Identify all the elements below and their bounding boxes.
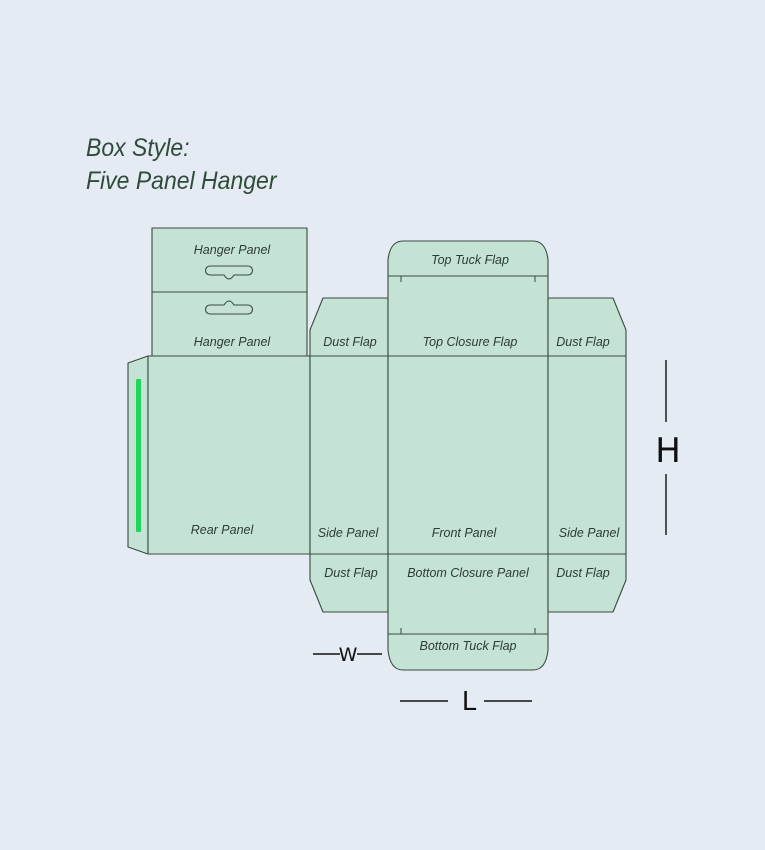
length-dimension-label: L [462, 687, 477, 717]
hanger-holes [204, 265, 254, 315]
hanger-hole-top-icon [204, 265, 254, 280]
label-dust-flap-top-right: Dust Flap [556, 335, 610, 349]
box-style-heading: Box Style: [86, 134, 190, 162]
hanger-hole-bottom-icon [204, 300, 254, 315]
label-front-panel: Front Panel [432, 526, 498, 540]
dust-flap-bottom-right-shape [547, 553, 627, 613]
label-side-panel-right: Side Panel [559, 526, 621, 540]
label-dust-flap-bottom-left: Dust Flap [324, 566, 378, 580]
label-bottom-tuck-flap: Bottom Tuck Flap [419, 639, 516, 653]
width-dimension-label: W [339, 644, 358, 666]
top-closure-flap-shape [387, 275, 549, 357]
dimension-lines [313, 360, 667, 702]
label-hanger-panel-bottom: Hanger Panel [194, 335, 272, 349]
bottom-tuck-flap-shape [387, 633, 549, 671]
front-panel-shape [387, 355, 549, 555]
tuck-flap-notches [400, 276, 536, 634]
glue-strip [136, 379, 141, 532]
label-hanger-panel-top: Hanger Panel [194, 243, 272, 257]
label-top-tuck-flap: Top Tuck Flap [431, 253, 509, 267]
height-dimension-label: H [655, 431, 681, 471]
label-rear-panel: Rear Panel [191, 523, 255, 537]
top-tuck-flap-shape [387, 240, 549, 277]
box-style-name: Five Panel Hanger [86, 167, 277, 195]
side-panel-left-shape [309, 355, 389, 555]
label-dust-flap-bottom-right: Dust Flap [556, 566, 610, 580]
label-side-panel-left: Side Panel [318, 526, 380, 540]
label-dust-flap-top-left: Dust Flap [323, 335, 377, 349]
side-panel-right-shape [547, 355, 627, 555]
rear-panel-shape [147, 355, 311, 555]
hanger-panel-top-shape [151, 227, 308, 293]
label-top-closure-flap: Top Closure Flap [423, 335, 518, 349]
dust-flap-bottom-left-shape [309, 553, 389, 613]
label-bottom-closure-panel: Bottom Closure Panel [407, 566, 530, 580]
